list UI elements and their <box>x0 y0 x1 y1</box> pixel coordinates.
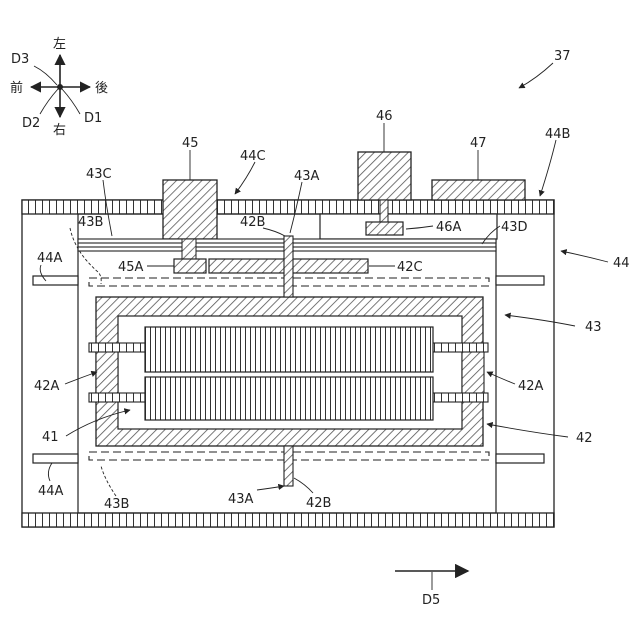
terminal-left-block <box>96 346 118 399</box>
component-46 <box>358 152 411 200</box>
direction-right-label: 後 <box>95 81 108 96</box>
direction-up-label: 左 <box>53 37 66 52</box>
cell-stack-lower <box>145 377 433 420</box>
direction-left-label: 前 <box>10 80 23 96</box>
casing-top-band <box>22 200 554 214</box>
terminal-left-bottom-bar <box>89 393 145 402</box>
label-44c: 44C <box>240 149 266 164</box>
casing-bottom-band <box>22 513 554 527</box>
rail-bottom-left <box>33 454 78 463</box>
rail-bottom-right <box>496 454 544 463</box>
label-42c: 42C <box>397 260 423 275</box>
label-42a-left: 42A <box>34 379 60 394</box>
label-43: 43 <box>585 320 602 335</box>
label-42b-bottom: 42B <box>306 496 331 511</box>
part-45a <box>174 259 206 273</box>
d3-leader <box>34 66 57 85</box>
direction-down-label: 右 <box>53 123 66 138</box>
label-44a-top: 44A <box>37 251 63 266</box>
label-45a: 45A <box>118 260 144 275</box>
direction-indicator <box>31 55 90 117</box>
label-46a: 46A <box>436 220 462 235</box>
label-42b-top: 42B <box>240 215 265 230</box>
label-43a-top: 43A <box>294 169 320 184</box>
terminal-left-top-bar <box>89 343 145 352</box>
shaft-42b-bottom <box>284 446 293 486</box>
terminal-right-top-bar <box>433 343 488 352</box>
rail-top-right <box>496 276 544 285</box>
d2-leader <box>40 89 58 114</box>
part-46a <box>366 222 403 235</box>
label-42: 42 <box>576 431 593 446</box>
label-47: 47 <box>470 136 487 151</box>
label-43b-bottom: 43B <box>104 497 129 512</box>
label-d5: D5 <box>422 593 440 608</box>
label-41: 41 <box>42 430 59 445</box>
component-45 <box>163 180 217 239</box>
label-43c: 43C <box>86 167 112 182</box>
label-42a-right: 42A <box>518 379 544 394</box>
label-43a-bottom: 43A <box>228 492 254 507</box>
label-45: 45 <box>182 136 199 151</box>
shaft-42b-top <box>284 236 293 297</box>
rail-top-left <box>33 276 78 285</box>
label-46: 46 <box>376 109 393 124</box>
d2-label: D2 <box>22 116 40 131</box>
label-43b-top: 43B <box>78 215 103 230</box>
label-43d: 43D <box>501 220 528 235</box>
terminal-right-bottom-bar <box>433 393 488 402</box>
label-44: 44 <box>613 256 630 271</box>
label-37: 37 <box>554 49 571 64</box>
stem-46 <box>380 200 388 222</box>
terminal-right-block <box>462 346 484 399</box>
stem-45 <box>182 239 196 259</box>
part-43d-box <box>320 214 497 239</box>
d3-label: D3 <box>11 52 29 67</box>
d1-label: D1 <box>84 111 102 126</box>
component-47 <box>432 180 525 200</box>
d1-leader <box>62 89 80 114</box>
label-44b: 44B <box>545 127 570 142</box>
label-44a-bottom: 44A <box>38 484 64 499</box>
cell-stack-upper <box>145 327 433 372</box>
